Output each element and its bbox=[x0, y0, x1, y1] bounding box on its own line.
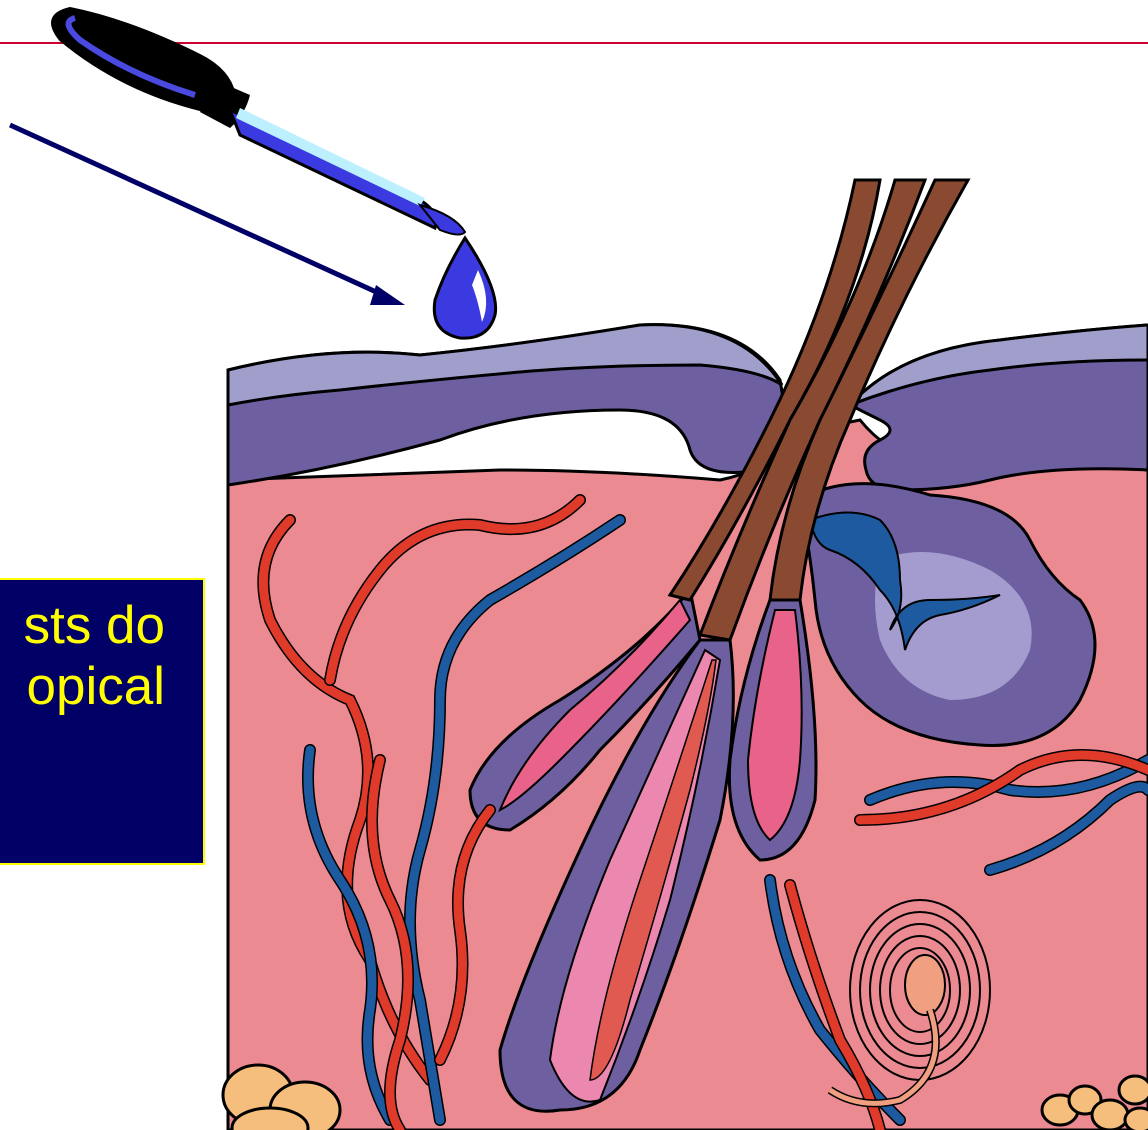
skin-cross-section bbox=[223, 180, 1148, 1130]
arrow-icon bbox=[10, 125, 405, 305]
